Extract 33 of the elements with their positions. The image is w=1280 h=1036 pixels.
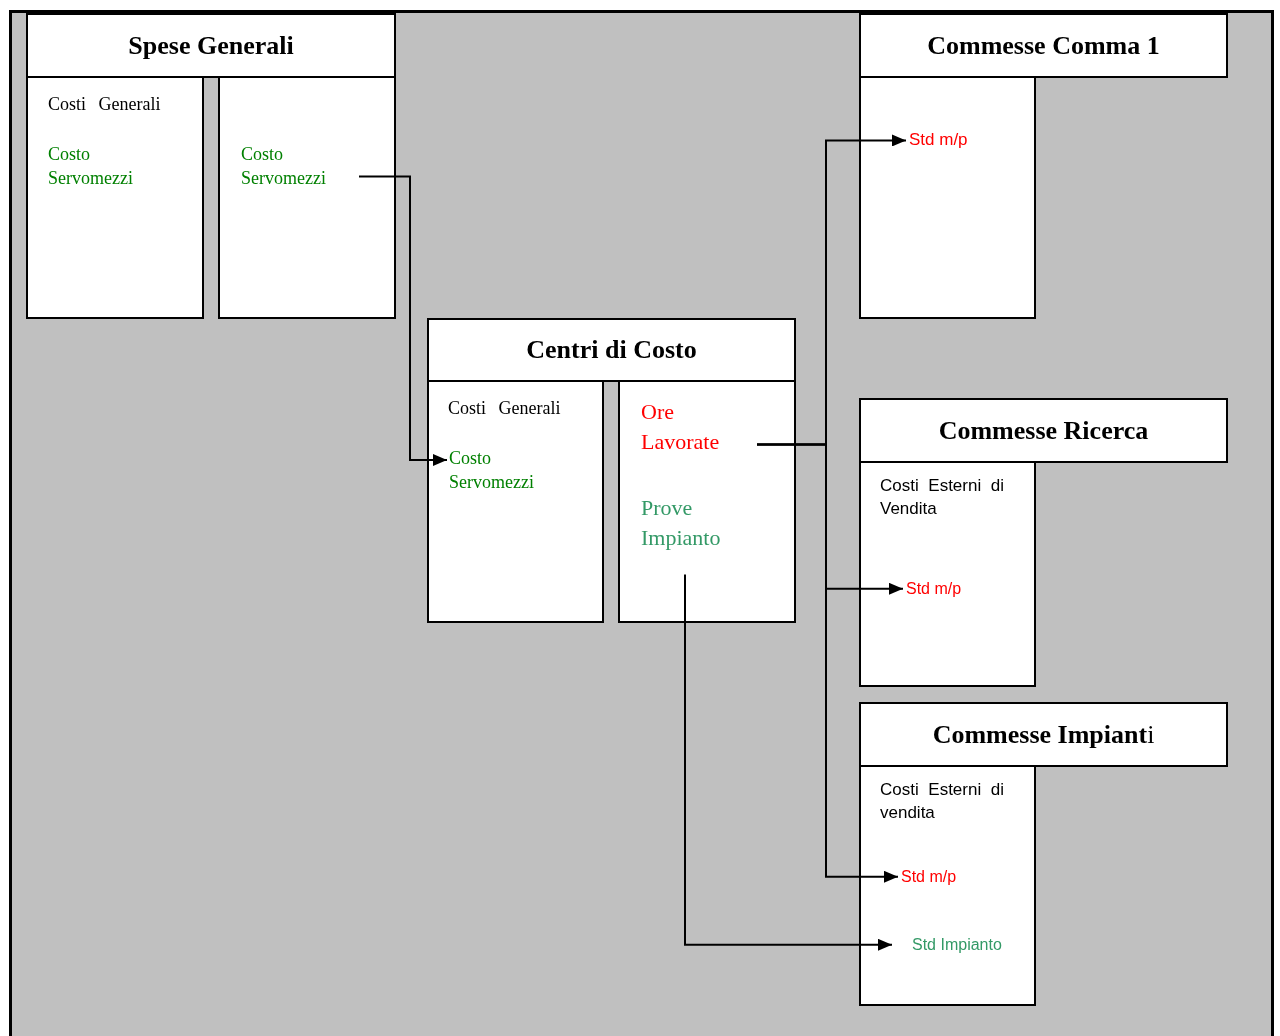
connector-arrow [684, 573, 893, 951]
cost-text: Costi Generali [448, 397, 561, 420]
column-box [26, 76, 204, 319]
column-box [618, 380, 796, 623]
cost-item-label: Prove Impianto [641, 493, 751, 553]
column-box [859, 76, 1036, 319]
column-box [218, 76, 396, 319]
heading-text: Commesse Ricerca [938, 415, 1149, 446]
cost-item-label: Std m/p [901, 866, 957, 888]
connector-arrow [756, 443, 899, 883]
cost-item-label: Costo Servomezzi [449, 446, 559, 495]
cost-item-label: Costo Servomezzi [241, 142, 351, 191]
header-box [427, 318, 796, 382]
column-box [859, 461, 1036, 687]
header-box [859, 702, 1228, 767]
cost-text: Costi Generali [48, 93, 161, 116]
cost-text: Costi Esterni di Vendita [880, 475, 1004, 520]
heading-text: Commesse Comma 1 [927, 30, 1160, 61]
header-box [859, 398, 1228, 463]
heading-text: Commesse Impianti [932, 719, 1155, 750]
heading-text: Spese Generali [128, 30, 294, 61]
cost-text: Costi Esterni di vendita [880, 779, 1004, 824]
column-box [427, 380, 604, 623]
connector-arrow [358, 175, 448, 466]
heading-text: Centri di Costo [526, 335, 697, 365]
header-box [859, 13, 1228, 78]
cost-item-label: Ore Lavorate [641, 397, 751, 457]
cost-item-label: Std m/p [906, 578, 962, 600]
cost-item-label: Std Impianto [912, 934, 1002, 956]
cost-text: Costo Servomezzi [48, 143, 134, 191]
column-box [859, 765, 1036, 1006]
cost-item-label: Std m/p [909, 129, 968, 152]
header-box [26, 13, 396, 78]
